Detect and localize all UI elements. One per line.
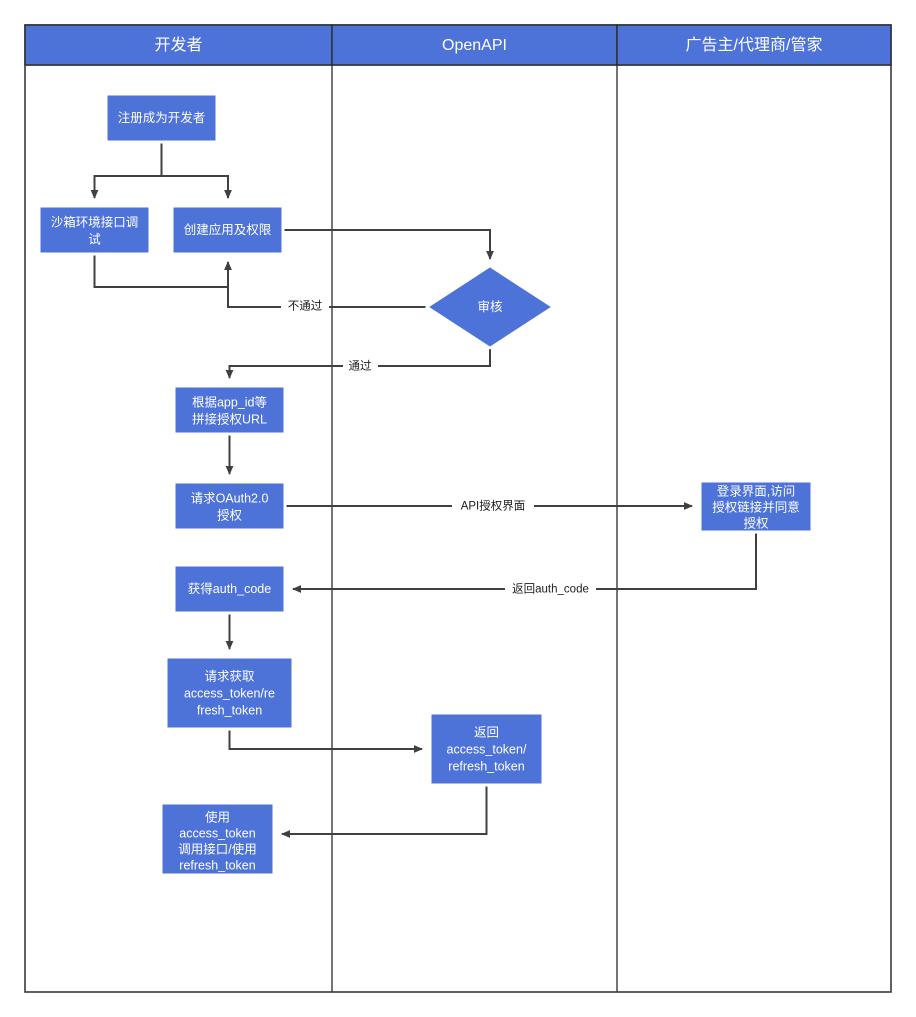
edge-register-to-create-app	[160, 142, 232, 199]
node-return-token-label-line-1: 返回	[474, 725, 499, 739]
node-register-shape[interactable]	[104, 92, 219, 144]
node-request-oauth-label-line-2: 授权	[217, 507, 243, 522]
edge-label-return-auth-code: 返回auth_code	[505, 579, 596, 599]
node-sandbox-label-line-1: 沙箱环境接口调	[51, 214, 139, 229]
lane-header-rect-openapi	[331, 24, 618, 66]
node-return-token-label-line-3: refresh_token	[448, 759, 524, 773]
node-create-app-shape[interactable]	[170, 204, 285, 256]
node-request-oauth-label-line-1: 请求OAuth2.0	[191, 491, 269, 505]
node-sandbox[interactable]: 沙箱环境接口调 试	[37, 204, 152, 256]
node-sandbox-label-line-2: 试	[88, 231, 101, 246]
node-sandbox-shape[interactable]	[37, 204, 152, 256]
edge-register-to-sandbox	[90, 142, 163, 199]
node-register-label: 注册成为开发者	[118, 110, 206, 125]
lane-header-label-advertiser: 广告主/代理商/管家	[686, 36, 823, 54]
node-get-auth-code-shape[interactable]	[172, 563, 287, 615]
edge-label-reject-text: 不通过	[288, 300, 323, 313]
node-build-url-shape[interactable]	[172, 384, 287, 436]
node-login-page-label-line-2: 授权链接并同意	[712, 499, 800, 514]
node-build-url[interactable]: 根据app_id等 拼接授权URL	[172, 384, 287, 436]
node-create-app[interactable]: 创建应用及权限	[170, 204, 285, 256]
edge-label-api-auth-page-text: API授权界面	[461, 499, 526, 513]
edge-label-api-auth-page-bg	[452, 496, 534, 516]
node-login-page-shape[interactable]	[698, 479, 814, 534]
edge-label-return-auth-code-bg	[505, 579, 596, 599]
node-login-page[interactable]: 登录界面,访问 授权链接并同意 授权	[698, 479, 814, 534]
edge-sandbox-to-create-app	[93, 254, 232, 288]
edge-review-reject-line	[227, 262, 427, 308]
node-request-token-shape[interactable]	[164, 655, 295, 731]
edge-label-pass: 通过	[343, 356, 378, 376]
edge-label-reject-bg	[281, 296, 329, 316]
node-login-page-label-line-3: 授权	[743, 515, 769, 530]
edge-label-pass-bg	[343, 356, 378, 376]
node-login-page-label-line-1: 登录界面,访问	[717, 483, 795, 498]
lane-header-openapi: OpenAPI	[331, 24, 618, 66]
lane-header-label-developer: 开发者	[154, 36, 202, 54]
lane-header-rect-advertiser	[616, 24, 892, 66]
node-return-token-label-line-2: access_token/	[447, 742, 527, 756]
edge-label-return-auth-code-text: 返回auth_code	[512, 583, 589, 596]
node-request-token-label-line-1: 请求获取	[204, 669, 255, 683]
node-review-label: 审核	[477, 299, 503, 314]
lane-header-developer: 开发者	[24, 24, 333, 66]
node-review[interactable]: 审核	[424, 264, 556, 350]
node-use-token[interactable]: 使用 access_token 调用接口/使用 refresh_token	[159, 801, 276, 877]
node-get-auth-code-label: 获得auth_code	[188, 581, 271, 596]
lane-header-label-openapi: OpenAPI	[442, 37, 507, 54]
node-use-token-label-line-2: access_token	[179, 826, 255, 840]
edge-login-to-auth-code	[292, 532, 757, 593]
edge-request-to-return-token	[228, 729, 423, 753]
node-request-oauth-shape[interactable]	[172, 480, 287, 532]
node-use-token-label-line-4: refresh_token	[179, 858, 255, 872]
node-layer: 注册成为开发者 沙箱环境接口调 试 创建应用及权限 审核 根据app_id等 拼…	[37, 92, 814, 877]
node-request-token-label-line-3: fresh_token	[197, 703, 262, 717]
node-request-token-label-line-2: access_token/re	[184, 686, 275, 700]
node-return-token-shape[interactable]	[428, 711, 545, 787]
node-return-token[interactable]: 返回 access_token/ refresh_token	[428, 711, 545, 787]
node-use-token-label-line-3: 调用接口/使用	[178, 841, 256, 856]
node-register[interactable]: 注册成为开发者	[104, 92, 219, 144]
node-get-auth-code[interactable]: 获得auth_code	[172, 563, 287, 615]
lane-header-rect-developer	[24, 24, 333, 66]
edge-label-reject: 不通过	[281, 296, 329, 316]
edge-label-api-auth-page: API授权界面	[452, 496, 534, 516]
node-build-url-label-line-2: 拼接授权URL	[192, 411, 267, 426]
node-use-token-shape[interactable]	[159, 801, 276, 877]
node-review-shape[interactable]	[424, 264, 556, 350]
edge-label-layer: 不通过 通过 API授权界面 返回auth_code	[281, 296, 596, 599]
edge-return-to-use-token	[281, 785, 488, 838]
node-use-token-label-line-1: 使用	[205, 809, 230, 824]
node-request-token[interactable]: 请求获取 access_token/re fresh_token	[164, 655, 295, 731]
lane-header-advertiser: 广告主/代理商/管家	[616, 24, 892, 66]
edge-label-pass-text: 通过	[349, 360, 372, 373]
node-request-oauth[interactable]: 请求OAuth2.0 授权	[172, 480, 287, 532]
node-build-url-label-line-1: 根据app_id等	[192, 394, 267, 409]
edge-create-app-to-review	[283, 229, 494, 260]
node-create-app-label: 创建应用及权限	[184, 222, 272, 237]
